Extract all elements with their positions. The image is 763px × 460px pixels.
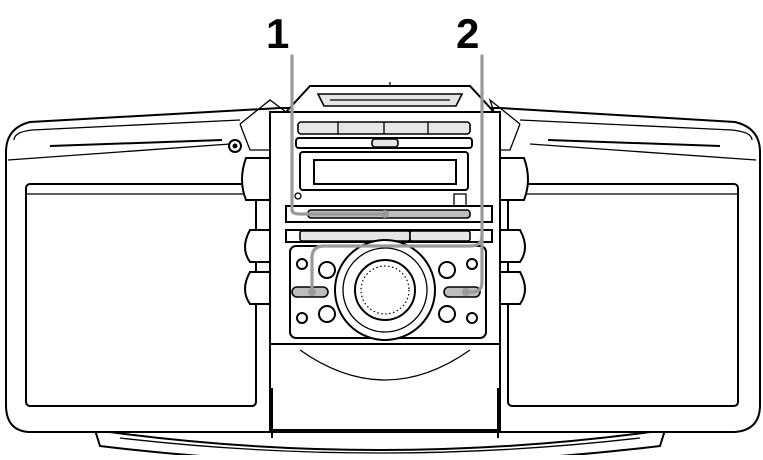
cd-compartment xyxy=(269,343,501,438)
right-speaker-panel xyxy=(507,183,739,407)
base-stand xyxy=(93,428,667,460)
right-side-knobs xyxy=(499,157,529,305)
round-buttons[interactable] xyxy=(296,258,478,324)
left-side-knobs xyxy=(241,157,271,305)
headphone-jack-icon xyxy=(228,139,242,153)
top-handle xyxy=(239,82,521,151)
callout-1: 1 xyxy=(266,10,289,57)
callout-2: 2 xyxy=(456,10,479,57)
left-speaker-panel xyxy=(25,183,257,407)
callout-leaders xyxy=(290,54,484,296)
jog-dial-icon[interactable] xyxy=(334,239,436,341)
